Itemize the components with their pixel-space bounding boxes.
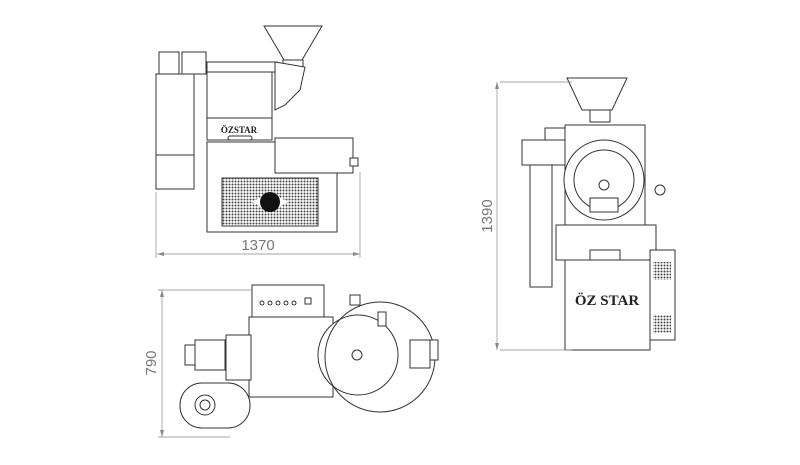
width-dimension: 1370 (241, 237, 274, 254)
cooling-tray (274, 137, 354, 174)
side-view: ÖZ STAR 1390 (479, 77, 676, 351)
motor (158, 51, 180, 75)
fan-hub (260, 192, 280, 212)
side-brand-label: ÖZ STAR (575, 292, 639, 309)
motor (194, 339, 226, 371)
front-view: ÖZSTAR 1370 (155, 25, 361, 258)
base-cabinet (564, 259, 651, 351)
hopper (263, 25, 323, 61)
hopper (566, 77, 628, 111)
drum-housing (206, 71, 273, 121)
height-dimension: 1390 (479, 199, 496, 232)
top-view: 790 (143, 284, 439, 438)
depth-dimension: 790 (143, 350, 160, 375)
front-brand-label: ÖZSTAR (221, 125, 258, 135)
